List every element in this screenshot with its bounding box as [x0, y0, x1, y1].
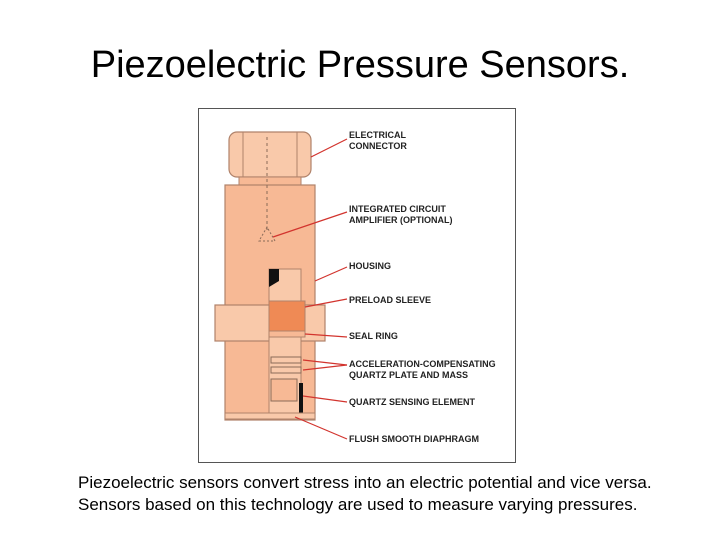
- label-connector: CONNECTOR: [349, 141, 407, 151]
- electrical-connector-cap: [228, 131, 312, 178]
- ic-amplifier-symbol: [258, 225, 276, 242]
- leader-amplifier: [272, 211, 348, 238]
- label-integrated-circuit: INTEGRATED CIRCUIT: [349, 204, 446, 214]
- label-preload-sleeve: PRELOAD SLEEVE: [349, 295, 431, 305]
- label-accel-compensating: ACCELERATION-COMPENSATING: [349, 359, 496, 369]
- leader-quartz: [302, 395, 348, 403]
- label-quartz-plate-mass: QUARTZ PLATE AND MASS: [349, 370, 468, 380]
- flush-diaphragm: [224, 412, 316, 420]
- caption-line-1: Piezoelectric sensors convert stress int…: [78, 473, 652, 492]
- housing-wedge: [269, 269, 279, 287]
- leader-seal: [304, 333, 348, 338]
- quartz-element: [299, 383, 303, 413]
- label-housing: HOUSING: [349, 261, 391, 271]
- slide-title: Piezoelectric Pressure Sensors.: [90, 44, 630, 86]
- connector-neck: [238, 176, 302, 186]
- label-seal-ring: SEAL RING: [349, 331, 398, 341]
- leader-connector: [310, 138, 348, 158]
- leader-accel-2: [302, 364, 348, 371]
- accel-plate: [270, 356, 302, 364]
- label-electrical: ELECTRICAL: [349, 130, 406, 140]
- leader-accel: [302, 359, 348, 366]
- preload-sleeve: [268, 300, 306, 332]
- leader-diaphragm: [294, 416, 348, 440]
- label-flush-diaphragm: FLUSH SMOOTH DIAPHRAGM: [349, 434, 479, 444]
- sensor-diagram-svg: ELECTRICAL CONNECTOR INTEGRATED CIRCUIT …: [214, 130, 496, 444]
- caption-line-2: Sensors based on this technology are use…: [78, 495, 638, 514]
- leader-preload: [304, 298, 348, 308]
- leader-housing: [314, 266, 348, 282]
- seal-ring: [268, 330, 306, 338]
- accel-plate: [270, 366, 302, 374]
- label-quartz-sensing-element: QUARTZ SENSING ELEMENT: [349, 397, 476, 407]
- label-amplifier: AMPLIFIER (OPTIONAL): [349, 215, 453, 225]
- slide-caption: Piezoelectric sensors convert stress int…: [78, 472, 698, 516]
- quartz-stack: [270, 378, 298, 402]
- sensor-diagram: ELECTRICAL CONNECTOR INTEGRATED CIRCUIT …: [198, 108, 516, 463]
